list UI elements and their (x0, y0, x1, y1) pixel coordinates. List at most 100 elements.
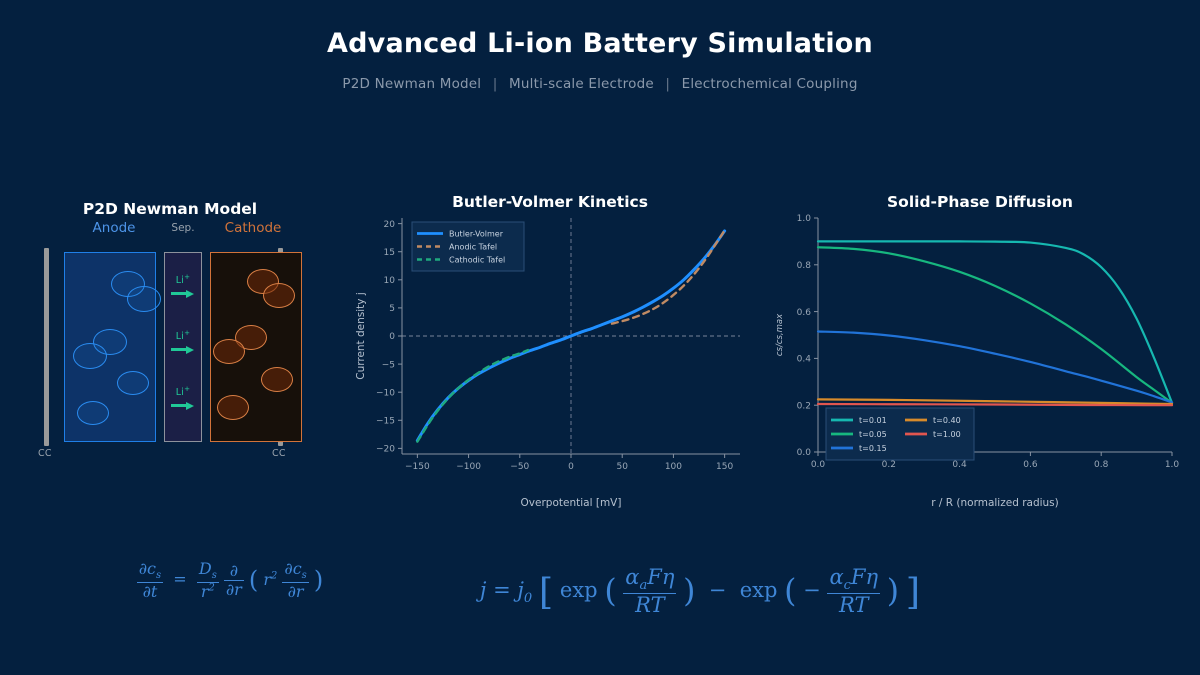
svg-text:0.6: 0.6 (797, 308, 812, 318)
cathode-region (210, 252, 302, 442)
page-title: Advanced Li-ion Battery Simulation (327, 28, 873, 59)
svg-text:cs/cs,max: cs/cs,max (775, 313, 785, 356)
subtitle-part-3: Electrochemical Coupling (681, 76, 858, 93)
svg-text:10: 10 (384, 276, 396, 286)
eq-bv-cathodic-num: αcFη (827, 565, 881, 595)
legend-label: t=1.00 (933, 430, 961, 439)
svg-text:−50: −50 (510, 462, 529, 472)
anode-particle (73, 343, 107, 369)
eq-diff-inner-num: ∂cs (282, 559, 309, 583)
butler-volmer-chart-title: Butler-Volmer Kinetics (452, 193, 648, 211)
legend-label: t=0.40 (933, 416, 961, 425)
li-ion-label: Li+ (175, 273, 191, 287)
svg-text:0.2: 0.2 (882, 460, 896, 470)
anode-particle (93, 329, 127, 355)
eq-bv-anodic-num: αaFη (623, 565, 677, 595)
eq-diff-op-den: ∂r (225, 579, 242, 599)
anode-particle (127, 286, 161, 312)
svg-text:50: 50 (616, 462, 628, 472)
svg-text:r / R (normalized radius): r / R (normalized radius) (931, 497, 1059, 509)
eq-diff-inner-den: ∂r (287, 581, 304, 601)
svg-text:0.0: 0.0 (797, 448, 812, 458)
eq-diff-lhs-den: ∂t (142, 581, 158, 601)
svg-text:150: 150 (716, 462, 733, 472)
eq-diff-paren-close: ) (313, 566, 324, 595)
subtitle-separator-1: | (492, 76, 498, 93)
separator-region (164, 252, 202, 442)
li-ion-flow-2: Li+ (164, 330, 202, 354)
cathode-particle (263, 283, 295, 308)
li-ion-flow-3: Li+ (164, 386, 202, 410)
svg-text:0.8: 0.8 (1094, 460, 1109, 470)
li-ion-label: Li+ (175, 329, 191, 343)
eq-bv-bracket-open: [ (538, 569, 554, 613)
eq-diff-D-num: Ds (196, 559, 219, 583)
svg-text:−10: −10 (376, 388, 395, 398)
battery-diagram: Anode Sep. Cathode CC CC Li+ (20, 190, 320, 480)
separator-label: Sep. (171, 222, 195, 234)
eq-bv-lhs: j (479, 577, 487, 602)
eq-bv-j0: j0 (517, 577, 533, 607)
svg-text:1.0: 1.0 (797, 214, 812, 224)
series-t-0-15 (816, 330, 1174, 404)
anode-particle (117, 371, 149, 395)
li-ion-arrow-icon (171, 289, 195, 298)
svg-text:5: 5 (389, 304, 395, 314)
eq-diff-op-num: ∂ (223, 562, 244, 581)
current-collector-left (44, 248, 49, 446)
cathode-particle (217, 395, 249, 420)
eq-diff-paren-open: ( (248, 566, 259, 595)
eq-bv-anodic-den: RT (635, 593, 665, 618)
eq-bv-paren1-open: ( (604, 573, 617, 610)
eq-bv-exp1: exp (559, 577, 598, 602)
series-t-0-40 (816, 398, 1174, 406)
subtitle-separator-2: | (665, 76, 671, 93)
cathode-particle (261, 367, 293, 392)
current-collector-left-label: CC (38, 448, 52, 459)
series-cathodic-tafel (416, 348, 530, 443)
svg-text:1.0: 1.0 (1165, 460, 1180, 470)
anode-region (64, 252, 161, 442)
svg-text:0.4: 0.4 (952, 460, 967, 470)
eq-bv-paren1-close: ) (683, 573, 696, 610)
solid-phase-diffusion-chart-title: Solid-Phase Diffusion (887, 193, 1073, 211)
svg-text:−150: −150 (405, 462, 430, 472)
eq-bv-bracket-close: ] (905, 569, 921, 613)
svg-text:Overpotential [mV]: Overpotential [mV] (521, 497, 622, 509)
svg-text:100: 100 (665, 462, 682, 472)
header: Advanced Li-ion Battery Simulation P2D N… (0, 28, 1200, 92)
svg-text:20: 20 (384, 220, 396, 230)
anode-label: Anode (92, 220, 136, 236)
eq-bv-cathodic-den: RT (839, 593, 869, 618)
svg-text:0.4: 0.4 (797, 355, 812, 365)
svg-text:0: 0 (568, 462, 574, 472)
eq-diff-r2: r2 (263, 569, 278, 589)
svg-text:0: 0 (389, 332, 395, 342)
legend-label: t=0.15 (859, 444, 887, 453)
li-ion-arrow-icon (171, 401, 195, 410)
legend-label: Anodic Tafel (449, 243, 497, 252)
svg-text:0.2: 0.2 (797, 401, 811, 411)
eq-bv-paren2-open: ( (784, 573, 797, 610)
legend-label: Butler-Volmer (449, 230, 504, 239)
cathode-particle (213, 339, 245, 364)
eq-bv-minus: − (708, 577, 727, 602)
svg-text:−100: −100 (456, 462, 481, 472)
legend-label: Cathodic Tafel (449, 256, 505, 265)
eq-bv-paren2-close: ) (886, 573, 900, 610)
legend-label: t=0.05 (859, 430, 887, 439)
eq-bv-exp2: exp (739, 577, 778, 602)
svg-text:Current density j: Current density j (355, 292, 367, 380)
series-anodic-tafel (610, 229, 726, 325)
svg-text:15: 15 (384, 248, 395, 258)
anode-particle (77, 401, 109, 425)
eq-bv-equals: = (493, 577, 511, 602)
series-t-0-01 (816, 240, 1174, 404)
subtitle: P2D Newman Model | Multi-scale Electrode… (0, 76, 1200, 92)
